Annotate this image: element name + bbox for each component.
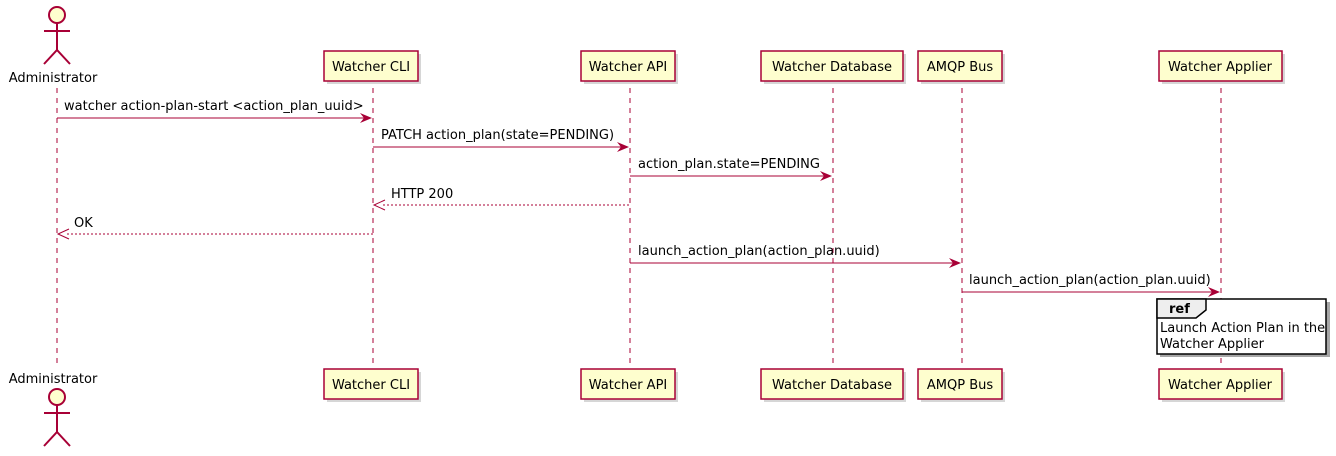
message-label: launch_action_plan(action_plan.uuid) (638, 244, 880, 259)
arrowhead-right-icon (949, 258, 961, 268)
message-6: launch_action_plan(action_plan.uuid) (630, 244, 961, 268)
ref-fragment: ref Launch Action Plan in the Watcher Ap… (1156, 298, 1330, 357)
actor-administrator-top: Administrator (9, 6, 98, 86)
ref-line-1: Launch Action Plan in the (1160, 321, 1325, 336)
ref-tab (1156, 298, 1207, 319)
participant-label: Watcher CLI (332, 60, 410, 75)
actor-label-bottom: Administrator (9, 372, 98, 387)
message-label: launch_action_plan(action_plan.uuid) (969, 273, 1211, 288)
actor-icon (43, 6, 71, 65)
message-label: OK (74, 216, 93, 231)
message-3: action_plan.state=PENDING (630, 157, 832, 181)
participant-label: AMQP Bus (927, 378, 993, 393)
arrowhead-left-icon (372, 199, 386, 211)
participant-label: Watcher Database (772, 378, 892, 393)
arrowhead-right-icon (820, 171, 832, 181)
actor-label-top: Administrator (9, 71, 98, 86)
message-2: PATCH action_plan(state=PENDING) (373, 128, 629, 152)
participant-watcher-api-top: Watcher API (580, 50, 678, 84)
participant-watcher-applier-top: Watcher Applier (1158, 50, 1285, 84)
participant-watcher-applier-bottom: Watcher Applier (1158, 368, 1285, 402)
participant-amqp-bus-bottom: AMQP Bus (917, 368, 1005, 402)
participant-label: Watcher API (589, 60, 668, 75)
ref-tag: ref (1169, 302, 1190, 317)
participant-watcher-cli-top: Watcher CLI (323, 50, 421, 84)
arrowhead-left-icon (56, 228, 70, 240)
message-4: HTTP 200 (372, 187, 630, 211)
participant-watcher-cli-bottom: Watcher CLI (323, 368, 421, 402)
actor-administrator-bottom: Administrator (9, 372, 98, 447)
message-5: OK (56, 216, 373, 240)
message-label: action_plan.state=PENDING (638, 157, 820, 172)
message-7: launch_action_plan(action_plan.uuid) (962, 273, 1220, 297)
actor-icon (43, 388, 71, 447)
participant-label: Watcher CLI (332, 378, 410, 393)
arrowhead-right-icon (360, 113, 372, 123)
participant-label: AMQP Bus (927, 60, 993, 75)
ref-line-2: Watcher Applier (1160, 337, 1265, 352)
participant-watcher-database-top: Watcher Database (760, 50, 906, 84)
participant-watcher-api-bottom: Watcher API (580, 368, 678, 402)
participant-label: Watcher Applier (1168, 60, 1273, 75)
participant-label: Watcher Applier (1168, 378, 1273, 393)
participant-watcher-database-bottom: Watcher Database (760, 368, 906, 402)
message-label: PATCH action_plan(state=PENDING) (381, 128, 614, 143)
participant-label: Watcher API (589, 378, 668, 393)
participant-amqp-bus-top: AMQP Bus (917, 50, 1005, 84)
participant-label: Watcher Database (772, 60, 892, 75)
message-1: watcher action-plan-start <action_plan_u… (57, 99, 372, 123)
lifelines (56, 88, 1222, 368)
message-label: watcher action-plan-start <action_plan_u… (64, 99, 364, 114)
arrowhead-right-icon (617, 142, 629, 152)
message-label: HTTP 200 (391, 187, 453, 202)
arrowhead-right-icon (1208, 287, 1220, 297)
